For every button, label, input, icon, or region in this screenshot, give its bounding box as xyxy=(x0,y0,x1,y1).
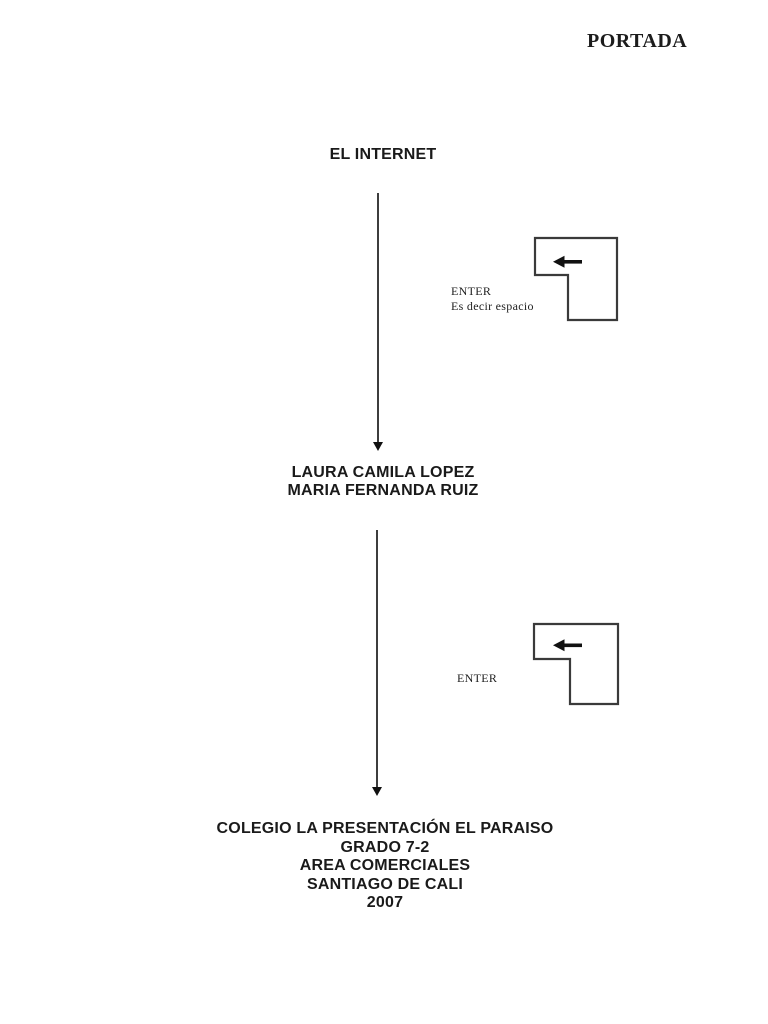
down-arrow-head-icon xyxy=(372,787,382,796)
enter-key-icon xyxy=(532,622,620,711)
enter-annotation-label: ENTER xyxy=(451,284,492,298)
author-name: MARIA FERNANDA RUIZ xyxy=(287,481,479,499)
enter-key-icon xyxy=(533,236,619,327)
down-arrow-icon xyxy=(377,193,379,443)
authors-block: LAURA CAMILA LOPEZ MARIA FERNANDA RUIZ xyxy=(0,464,766,499)
city-line: SANTIAGO DE CALI xyxy=(306,875,464,893)
page-header-label: PORTADA xyxy=(587,30,688,52)
enter-annotation-sublabel: Es decir espacio xyxy=(451,299,534,313)
institution-block: COLEGIO LA PRESENTACIÓN EL PARAISO GRADO… xyxy=(0,820,768,913)
down-arrow-head-icon xyxy=(373,442,383,451)
grade-line: GRADO 7-2 xyxy=(340,838,430,856)
area-line: AREA COMERCIALES xyxy=(299,857,471,875)
down-arrow-icon xyxy=(376,530,378,788)
author-name: LAURA CAMILA LOPEZ xyxy=(291,464,475,481)
document-title: EL INTERNET xyxy=(329,146,437,163)
year-line: 2007 xyxy=(366,894,404,912)
enter-annotation: ENTER Es decir espacio xyxy=(451,284,534,314)
enter-annotation-label: ENTER xyxy=(457,671,498,685)
institution-name: COLEGIO LA PRESENTACIÓN EL PARAISO xyxy=(216,820,554,837)
enter-annotation: ENTER xyxy=(457,671,497,686)
